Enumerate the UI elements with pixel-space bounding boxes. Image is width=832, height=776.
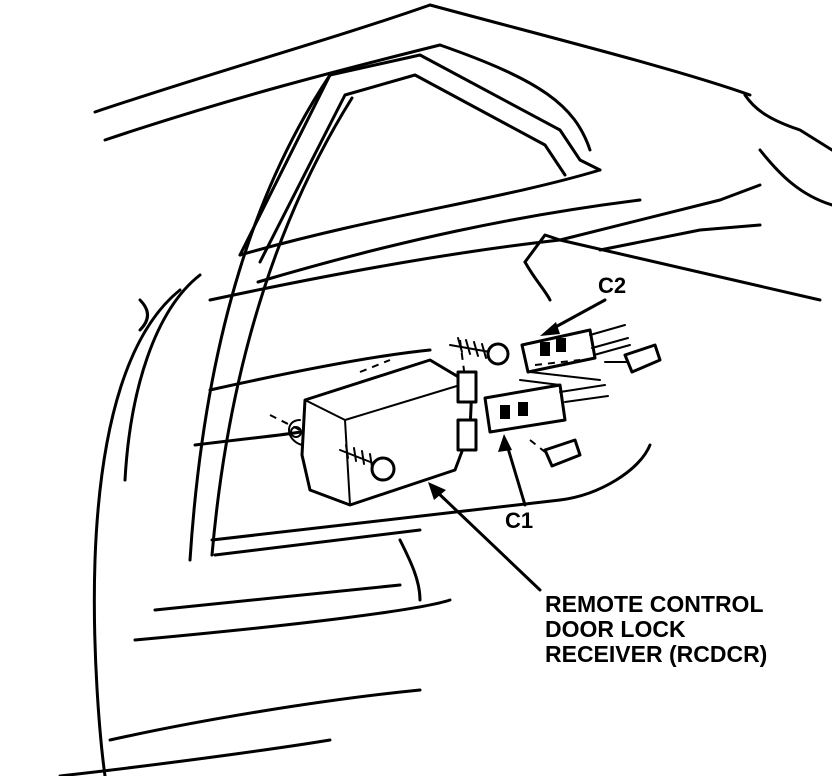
c2-leader-arrow	[540, 298, 607, 336]
connector-c2	[520, 324, 631, 374]
label-rcdcr-line2: DOOR LOCK	[545, 616, 686, 642]
connector-c1-mating	[529, 438, 582, 468]
label-rcdcr-line1: REMOTE CONTROL	[545, 591, 764, 617]
c1-leader-arrow	[498, 434, 527, 507]
mounting-screw-lower	[339, 444, 396, 482]
label-rcdcr: REMOTE CONTROL DOOR LOCK RECEIVER (RCDCR…	[545, 591, 767, 667]
vehicle-body	[58, 3, 832, 776]
connector-c1	[483, 371, 609, 434]
label-rcdcr-line3: RECEIVER (RCDCR)	[545, 641, 767, 667]
connector-c2-mating	[604, 343, 662, 374]
rcdcr-module	[269, 339, 478, 507]
label-c2: C2	[598, 273, 626, 298]
label-c1: C1	[505, 508, 533, 533]
mounting-screw-upper	[449, 337, 510, 366]
rcdcr-leader-arrow	[428, 482, 542, 592]
